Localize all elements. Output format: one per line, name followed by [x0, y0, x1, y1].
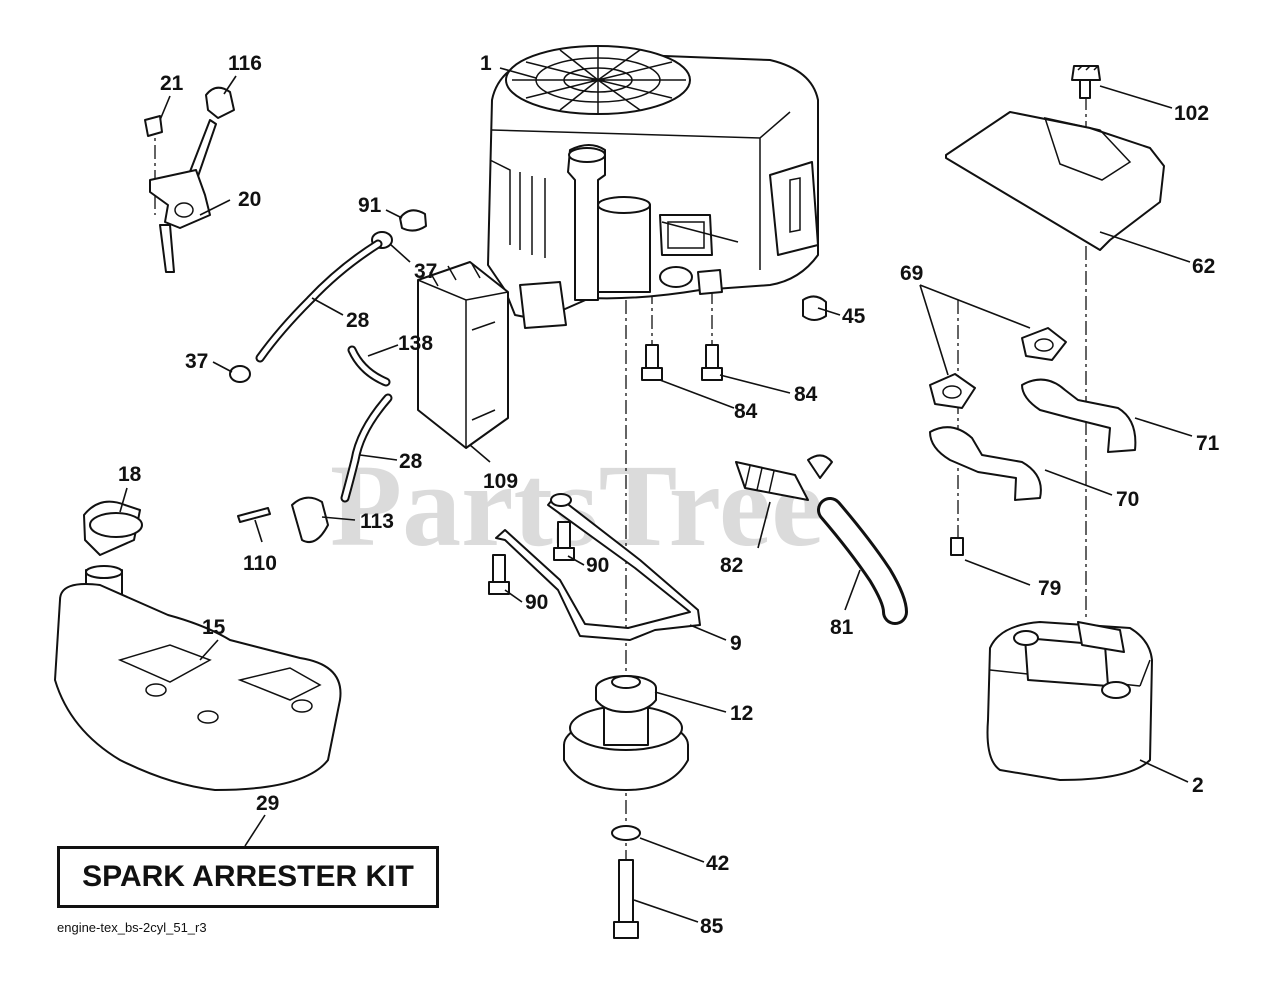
throttle-control — [144, 86, 235, 273]
callout-bracket: 9 — [730, 632, 742, 655]
engine — [487, 45, 819, 329]
pulley — [563, 675, 689, 791]
callout-elbow: 113 — [360, 510, 394, 533]
mount-bracket — [495, 493, 701, 641]
callout-bolt-84b: 84 — [794, 383, 818, 406]
callout-bolt-90a: 90 — [586, 554, 609, 577]
fuel-fittings — [237, 496, 329, 544]
callout-manifold-71: 71 — [1196, 432, 1220, 455]
callout-throttle-control: 20 — [238, 188, 261, 211]
callout-fuel-tank: 15 — [202, 616, 226, 639]
watermark: PartsTree — [330, 440, 824, 571]
fuel-line-parts — [229, 209, 427, 503]
callout-bolt-90b: 90 — [525, 591, 548, 614]
callout-fuel-cap: 18 — [118, 463, 142, 486]
muffler — [986, 621, 1153, 781]
callout-pulley: 12 — [730, 702, 753, 725]
callout-muffler: 2 — [1192, 774, 1204, 797]
callout-screw: 21 — [160, 72, 184, 95]
callout-fuel-pump: 109 — [483, 470, 518, 493]
leader-lines — [119, 67, 1193, 923]
diagram-id: engine-tex_bs-2cyl_51_r3 — [57, 920, 207, 935]
exhaust-manifolds — [929, 327, 1137, 556]
fuel-tank — [54, 500, 342, 791]
callout-manifold-70: 70 — [1116, 488, 1139, 511]
callout-fuel-line-upper: 28 — [346, 309, 370, 332]
callout-hose: 81 — [830, 616, 854, 639]
callout-bolt-85: 85 — [700, 915, 724, 938]
callout-gasket: 69 — [900, 262, 923, 285]
callout-knob: 102 — [1174, 102, 1209, 125]
fuel-pump — [417, 261, 509, 449]
callout-fuel-line-short: 138 — [398, 332, 433, 355]
heat-shield — [945, 65, 1165, 251]
callout-screw-79: 79 — [1038, 577, 1061, 600]
callout-connector: 110 — [243, 552, 277, 575]
callout-grommet: 91 — [358, 194, 382, 217]
callout-labels: 1 116 21 20 91 37 28 138 37 28 109 113 1… — [118, 52, 1220, 938]
callout-bolt-84a: 84 — [734, 400, 758, 423]
callout-clamp-upper: 37 — [414, 260, 437, 283]
callout-spark-arrester: 29 — [256, 792, 279, 815]
callout-fuel-line-lower: 28 — [399, 450, 423, 473]
callout-fuel-valve: 82 — [720, 554, 743, 577]
callout-heat-shield: 62 — [1192, 255, 1215, 278]
callout-clamp-lower: 37 — [185, 350, 208, 373]
bolts — [488, 295, 827, 939]
callout-throttle-knob: 116 — [228, 52, 262, 75]
callout-engine: 1 — [480, 52, 492, 75]
spark-arrester-kit-box: SPARK ARRESTER KIT — [57, 846, 439, 908]
fuel-valve-and-hose — [735, 454, 908, 625]
callout-nut: 45 — [842, 305, 866, 328]
callout-washer: 42 — [706, 852, 729, 875]
